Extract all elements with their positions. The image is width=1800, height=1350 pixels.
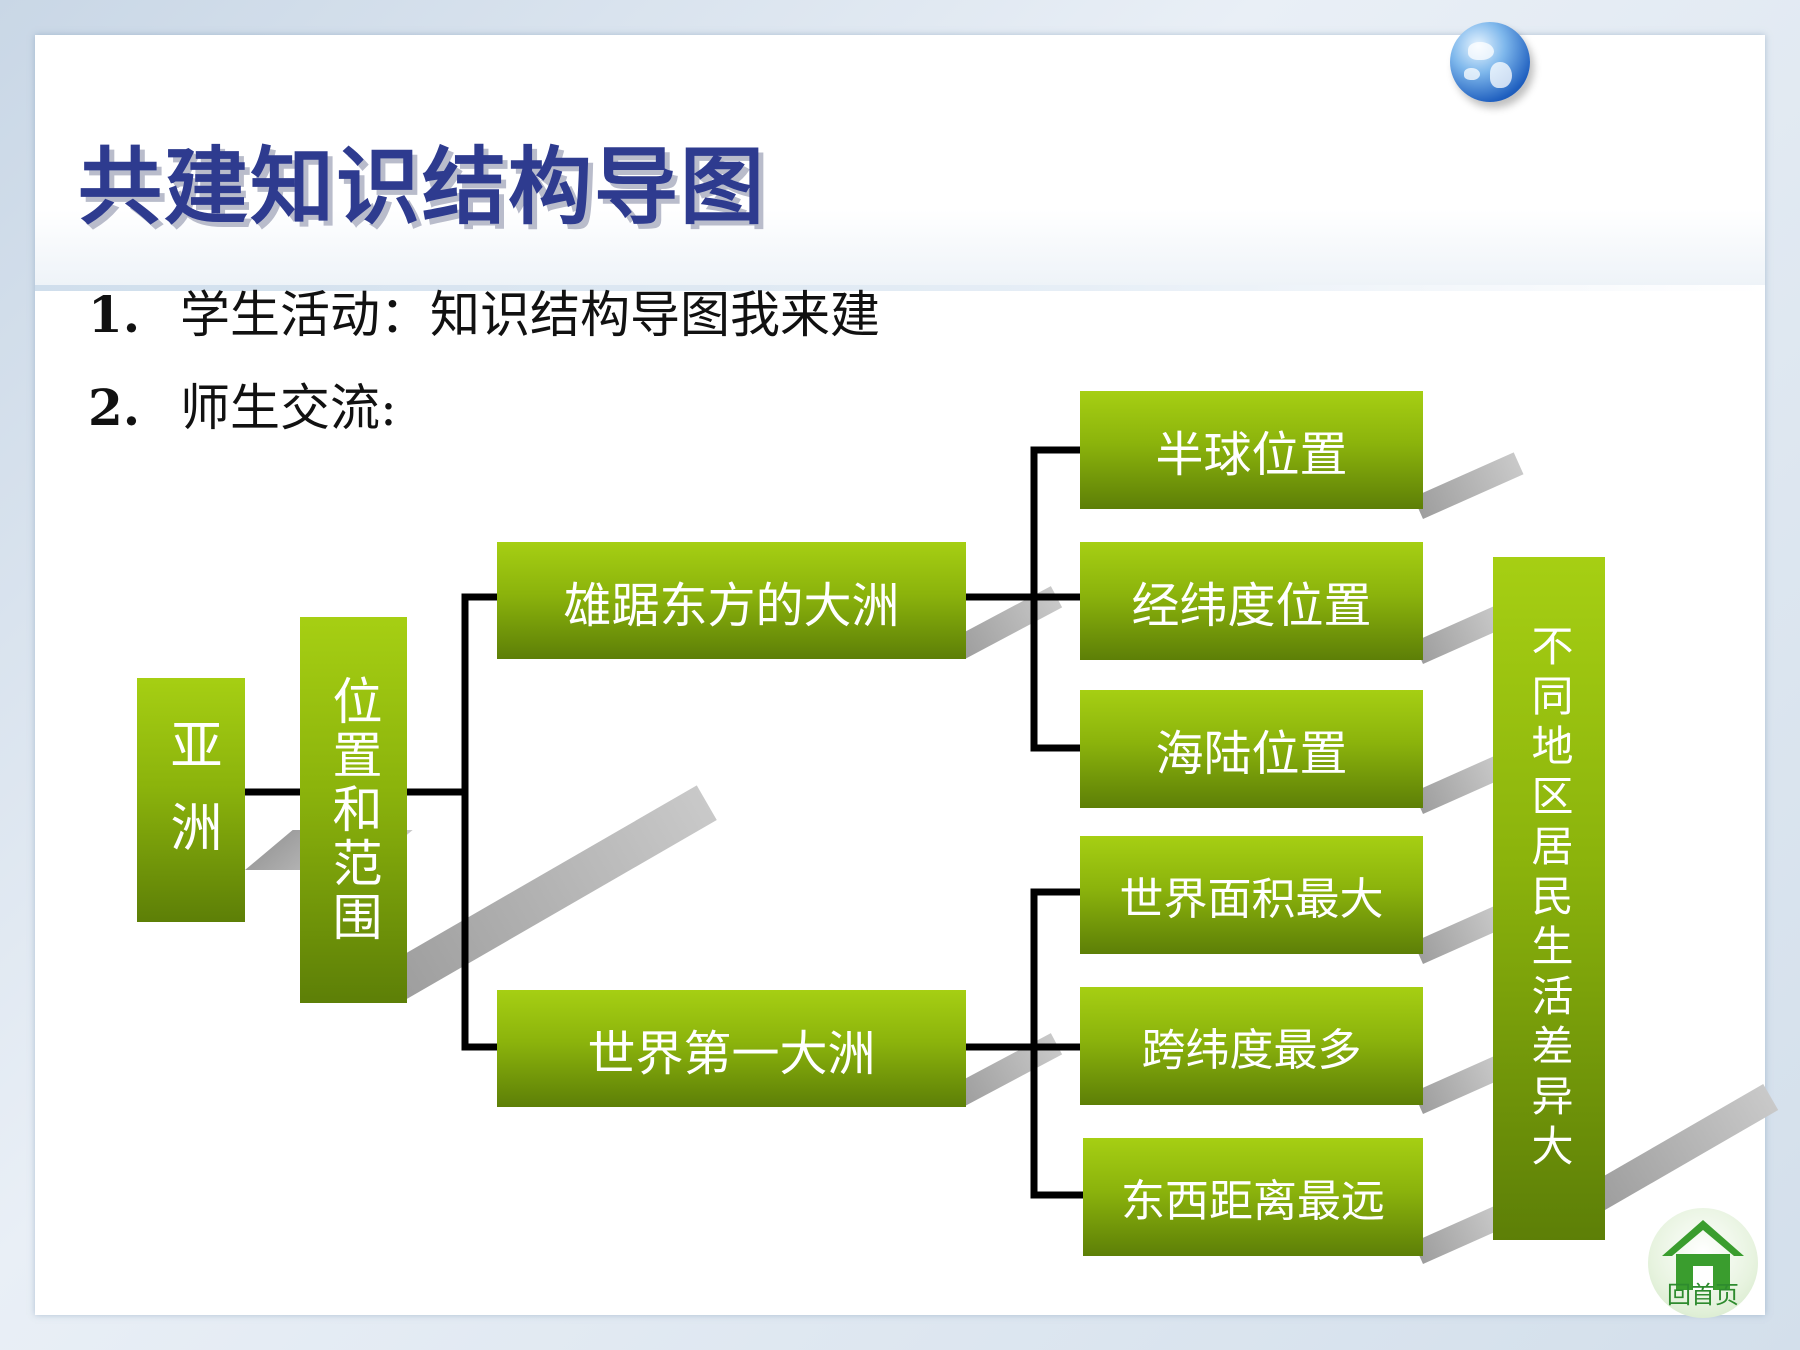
list-text: 师生交流: <box>180 379 397 437</box>
node-group-east: 雄踞东方的大洲 <box>497 542 966 659</box>
home-button[interactable]: 回首页 <box>1648 1208 1758 1318</box>
node-child-latitude-span: 跨纬度最多 <box>1080 987 1423 1105</box>
node-child-east-west: 东西距离最远 <box>1083 1138 1423 1256</box>
node-child-latlong: 经纬度位置 <box>1080 542 1423 660</box>
node-location-range: 位置和范围 <box>300 617 407 1003</box>
node-child-area: 世界面积最大 <box>1080 836 1423 954</box>
list-item: 2. 师生交流: <box>88 368 397 440</box>
header-divider <box>35 285 1765 291</box>
node-group-largest: 世界第一大洲 <box>497 990 966 1107</box>
node-conclusion: 不同地区居民生活差异大 <box>1493 557 1605 1240</box>
node-child-hemisphere: 半球位置 <box>1080 391 1423 509</box>
list-item: 1. 学生活动：知识结构导图我来建 <box>88 275 880 347</box>
home-label: 回首页 <box>1667 1281 1739 1309</box>
list-number: 2. <box>88 378 141 437</box>
house-icon <box>1662 1220 1744 1290</box>
list-text: 学生活动：知识结构导图我来建 <box>180 286 880 344</box>
node-asia: 亚洲 <box>137 678 245 922</box>
globe-icon <box>1450 22 1530 102</box>
page-title: 共建知识结构导图 <box>78 138 767 236</box>
node-child-sea-land: 海陆位置 <box>1080 690 1423 808</box>
list-number: 1. <box>88 285 141 344</box>
